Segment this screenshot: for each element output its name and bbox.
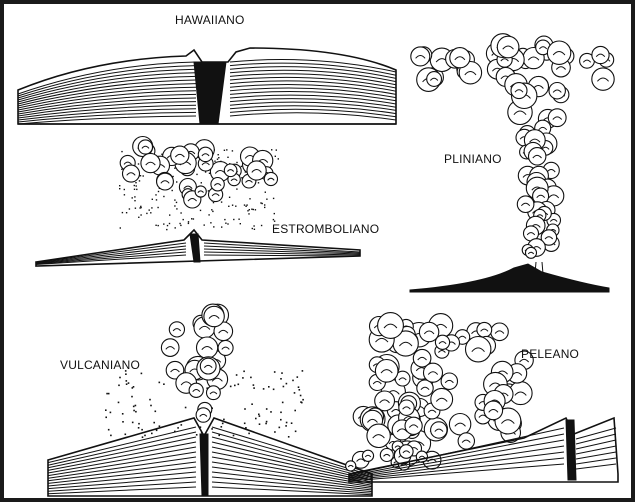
label-peleano: PELEANO [521,347,579,361]
plinian-volcano-illustration [410,34,614,292]
pelean-volcano-illustration [346,313,618,482]
hawaiian-volcano-illustration [18,48,396,124]
label-vulcaniano: VULCANIANO [60,358,140,372]
strombolian-volcano-illustration [36,137,360,267]
label-hawaiiano: HAWAIIANO [175,13,245,27]
label-estromboliano: ESTROMBOLIANO [272,222,379,236]
label-pliniano: PLINIANO [444,152,502,166]
vulcanian-volcano-illustration [48,304,372,496]
eruption-illustrations [4,4,631,498]
